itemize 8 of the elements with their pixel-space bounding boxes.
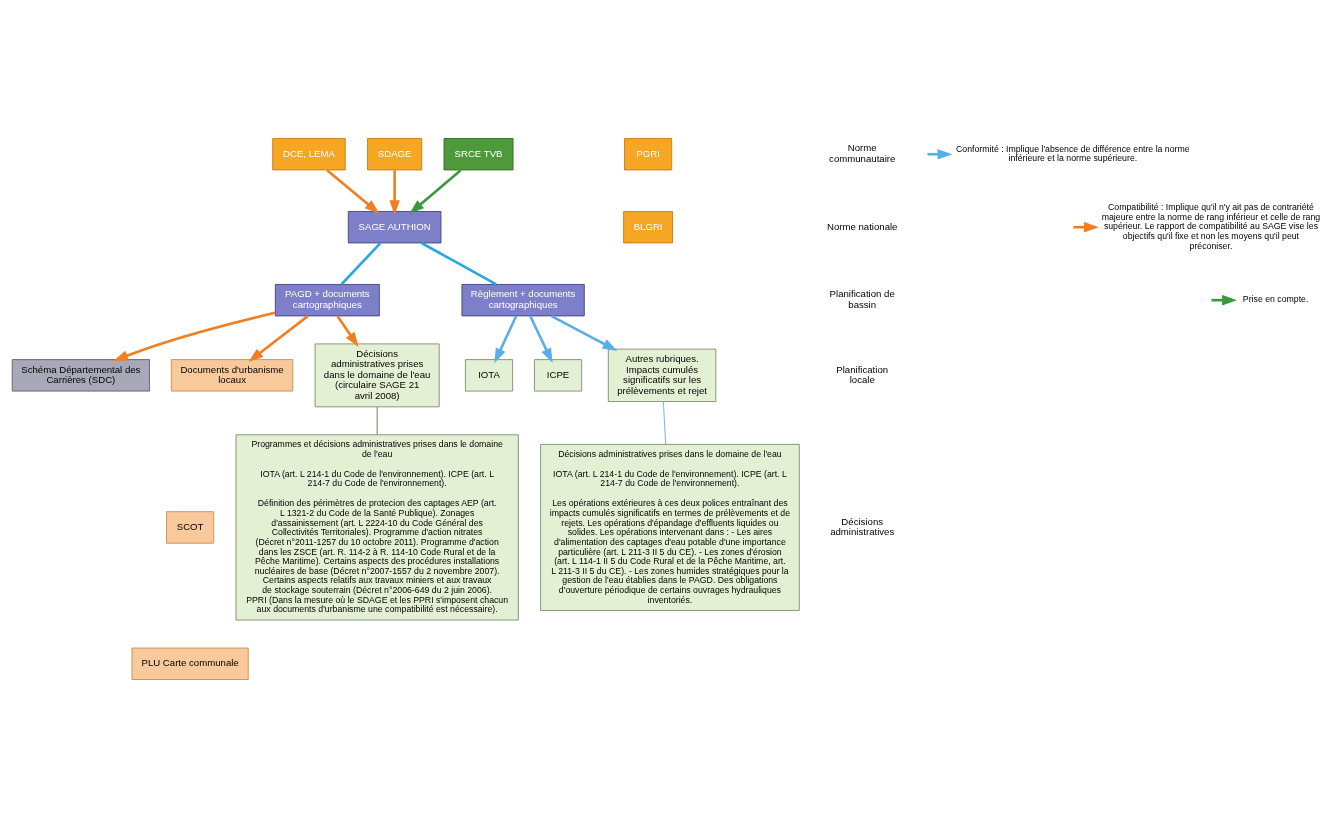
label: Norme communautaire (829, 141, 896, 164)
label: Norme nationale (826, 220, 898, 232)
legend-label: Compatibilité : Implique qu'il n'y ait pas de contrariété majeure entre la norme de rang inférieur et celle de rang supérieur. Le rapport de compatibilité au SAGE vise les objectifs qu'il fixe et non les moyens qu'il peut préconiser. (1101, 201, 1321, 251)
legend-label: Conformité : Implique l'absence de différence entre la norme inférieure et la norme supérieure. (956, 143, 1190, 163)
label: Planification de bassin (829, 287, 895, 310)
label: Décisions administratives (830, 515, 895, 537)
legend-label: Prise en compte. (1242, 293, 1309, 304)
label: Planification locale (836, 363, 889, 385)
